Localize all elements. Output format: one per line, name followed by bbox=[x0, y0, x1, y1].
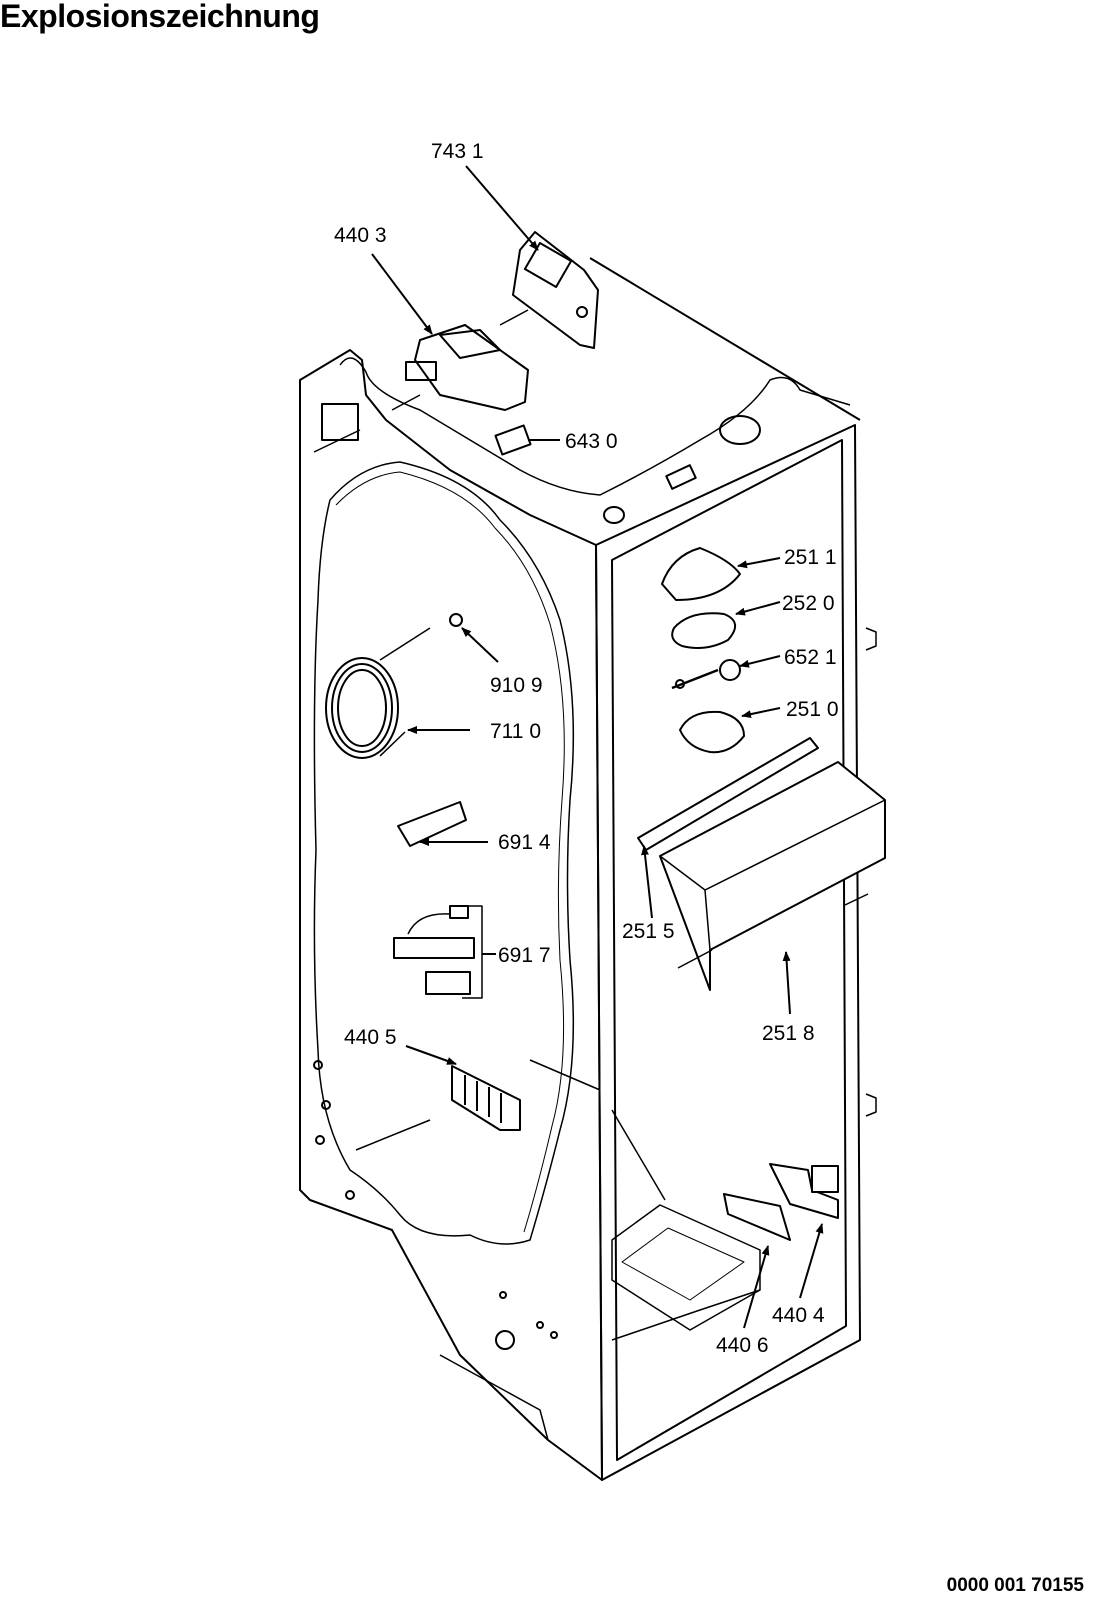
callout-440-4: 440 4 bbox=[772, 1304, 825, 1327]
part-251-1 bbox=[661, 547, 741, 601]
callout-labels: 743 1 440 3 643 0 251 1 252 0 652 1 251 … bbox=[334, 140, 839, 1357]
callout-711-0: 711 0 bbox=[490, 720, 541, 743]
callout-743-1: 743 1 bbox=[431, 140, 484, 163]
part-743-1 bbox=[512, 231, 599, 349]
leader-251-8 bbox=[782, 951, 791, 1015]
callout-440-5: 440 5 bbox=[344, 1026, 397, 1049]
top-edge bbox=[589, 257, 861, 421]
callout-251-8: 251 8 bbox=[762, 1022, 815, 1045]
callout-691-7: 691 7 bbox=[498, 944, 551, 967]
callout-691-4: 691 4 bbox=[498, 831, 551, 854]
cabinet-body bbox=[299, 257, 877, 1481]
callout-252-0: 252 0 bbox=[782, 592, 835, 615]
part-711-0 bbox=[325, 627, 431, 759]
part-652-1 bbox=[671, 659, 741, 690]
callout-440-6: 440 6 bbox=[716, 1334, 769, 1357]
left-side-panel bbox=[299, 349, 603, 1481]
callout-652-1: 652 1 bbox=[784, 646, 837, 669]
front-frame-inner bbox=[611, 439, 847, 1461]
leader-910-9 bbox=[461, 627, 499, 663]
part-252-0 bbox=[671, 612, 736, 649]
part-440-4 bbox=[769, 1163, 839, 1219]
leader-652-1 bbox=[739, 655, 781, 668]
part-440-6 bbox=[723, 1193, 791, 1241]
parts bbox=[325, 231, 886, 1241]
callout-251-0: 251 0 bbox=[786, 698, 839, 721]
part-440-5 bbox=[451, 1065, 521, 1131]
part-440-3 bbox=[391, 309, 529, 411]
side-cutaway bbox=[313, 461, 575, 1245]
leader-lines bbox=[371, 165, 824, 1329]
leader-743-1 bbox=[465, 165, 539, 251]
leader-251-5 bbox=[641, 845, 653, 919]
part-910-9 bbox=[449, 613, 463, 627]
part-251-8 bbox=[659, 761, 886, 991]
leader-252-0 bbox=[735, 601, 781, 616]
leader-440-3 bbox=[371, 253, 433, 335]
callout-440-3: 440 3 bbox=[334, 224, 387, 247]
part-691-7 bbox=[393, 905, 483, 999]
callout-251-5: 251 5 bbox=[622, 920, 675, 943]
page-title: Explosionszeichnung bbox=[0, 0, 320, 34]
callout-910-9: 910 9 bbox=[490, 674, 543, 697]
document-number: 0000 001 70155 bbox=[946, 1575, 1084, 1596]
top-rim bbox=[339, 357, 851, 496]
part-691-4 bbox=[397, 801, 467, 847]
leader-440-6 bbox=[743, 1245, 770, 1329]
callout-643-0: 643 0 bbox=[565, 430, 618, 453]
leader-440-5 bbox=[405, 1045, 457, 1065]
callout-251-1: 251 1 bbox=[784, 546, 837, 569]
bottom-tray bbox=[611, 1204, 761, 1331]
leader-440-4 bbox=[799, 1223, 824, 1299]
leader-251-0 bbox=[741, 707, 781, 719]
leader-251-1 bbox=[737, 557, 781, 569]
part-251-0 bbox=[679, 710, 745, 754]
part-643-0 bbox=[494, 424, 532, 456]
